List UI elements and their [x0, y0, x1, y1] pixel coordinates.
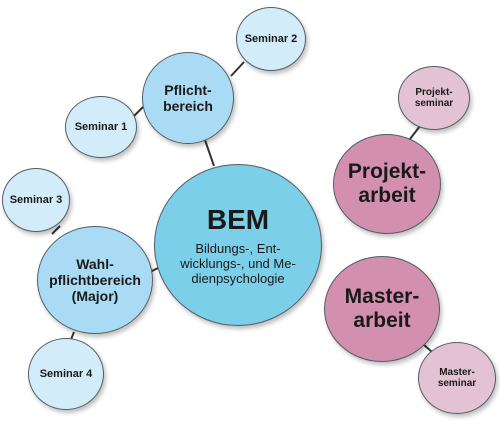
seminar-2-circle: Seminar 2 [236, 7, 306, 71]
masterarbeit-label: Master- arbeit [344, 284, 420, 332]
edge-bem-pflichtbereich [204, 139, 215, 167]
edge-pflichtbereich-seminar-1 [133, 106, 144, 117]
bem-subtitle: Bildungs-, Ent- wicklungs-, und Me- dien… [180, 240, 296, 286]
edge-wahlpflichtbereich-seminar-3 [51, 225, 61, 235]
pflichtbereich-circle: Pflicht- bereich [142, 52, 234, 144]
wahlpflichtbereich-circle: Wahl- pflichtbereich (Major) [37, 226, 153, 334]
edge-pflichtbereich-seminar-2 [230, 61, 245, 77]
seminar-3-circle: Seminar 3 [2, 168, 70, 232]
masterseminar-circle: Master- seminar [418, 342, 496, 414]
seminar-1-label: Seminar 1 [74, 120, 128, 133]
projektarbeit-label: Projekt- arbeit [347, 159, 427, 207]
edge-projektarbeit-projektseminar [409, 125, 421, 140]
projektarbeit-circle: Projekt- arbeit [333, 134, 441, 234]
projektseminar-circle: Projekt- seminar [398, 66, 470, 130]
masterseminar-label: Master- seminar [437, 366, 477, 390]
seminar-4-circle: Seminar 4 [28, 338, 104, 410]
seminar-1-circle: Seminar 1 [65, 96, 137, 158]
bem-title: BEM [206, 203, 270, 235]
pflichtbereich-label: Pflicht- bereich [163, 81, 213, 114]
bem-circle: BEM Bildungs-, Ent- wicklungs-, und Me- … [154, 164, 322, 326]
masterarbeit-circle: Master- arbeit [324, 256, 440, 362]
projektseminar-label: Projekt- seminar [414, 86, 454, 110]
seminar-3-label: Seminar 3 [9, 193, 63, 206]
seminar-4-label: Seminar 4 [39, 367, 93, 380]
wahlpflichtbereich-label: Wahl- pflichtbereich (Major) [49, 255, 141, 305]
seminar-2-label: Seminar 2 [244, 32, 298, 45]
